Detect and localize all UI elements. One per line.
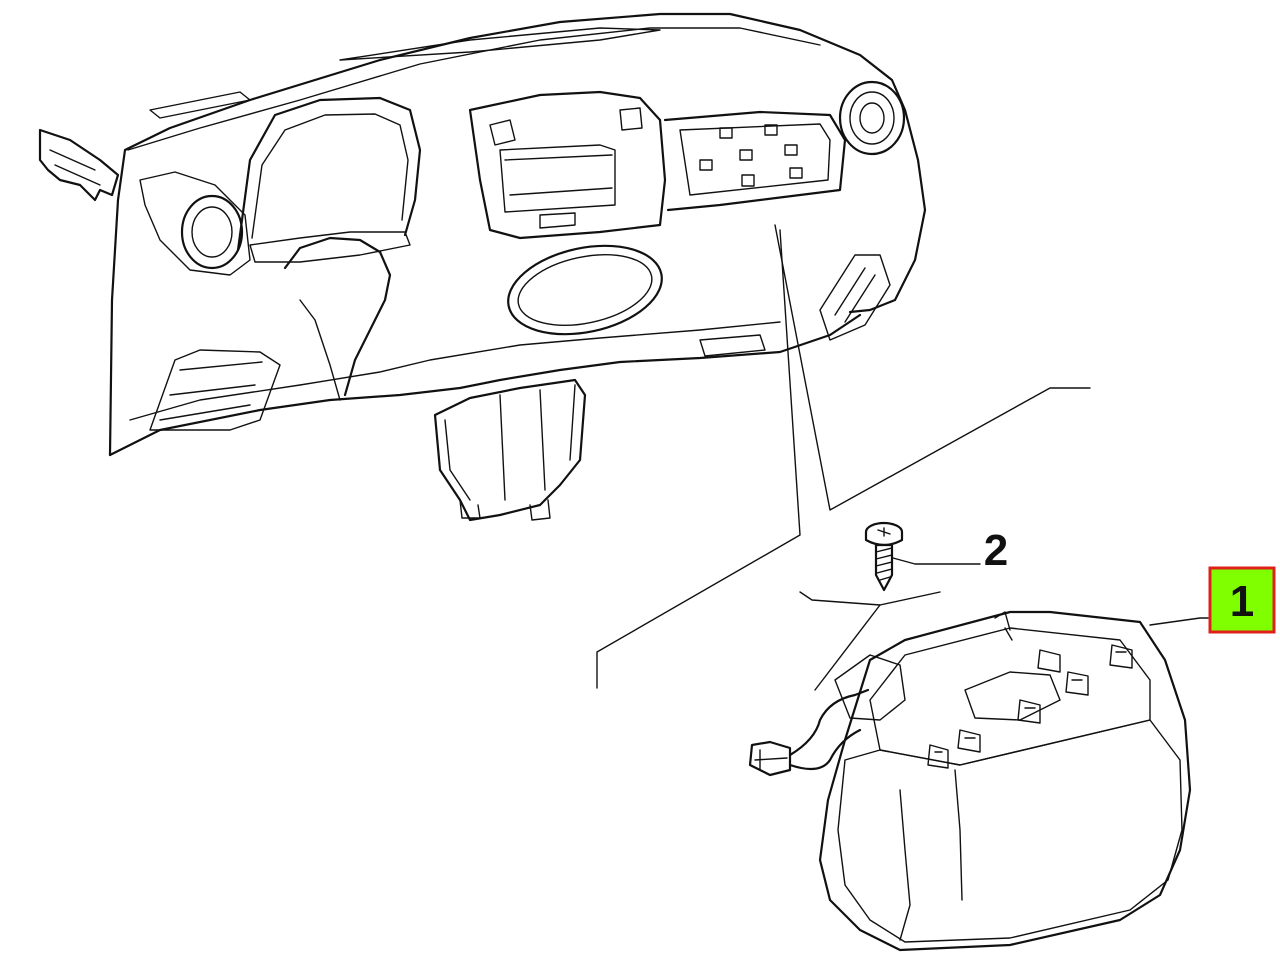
leader-screw-bracket (799, 591, 941, 606)
steering-column-opening (283, 236, 392, 397)
screw-head-cross-icon (877, 527, 891, 537)
passenger-upper-panel (663, 110, 847, 212)
glovebox-opening (507, 244, 663, 336)
dashboard-defrost-slot-left (149, 91, 251, 119)
airbag-clip (1109, 644, 1133, 669)
center-screen-opening (499, 144, 616, 213)
center-lower-console (433, 378, 587, 522)
leader-callout-2 (892, 557, 981, 565)
airbag-module (748, 610, 1192, 952)
mounting-screw (864, 521, 904, 592)
right-lower-vent (819, 254, 891, 341)
airbag-clip (927, 744, 949, 769)
leader-screw-to-module (814, 604, 881, 691)
lower-trim-strip (699, 334, 766, 357)
airbag-clip-row (927, 644, 1133, 769)
dashboard-top-inner-line (127, 27, 821, 151)
callout-1-label: 1 (1230, 577, 1254, 626)
leader-dash-to-module (774, 224, 1091, 511)
callout-1[interactable]: 1 (1208, 566, 1276, 634)
center-console-frame (468, 90, 667, 240)
airbag-harness (788, 688, 870, 771)
airbag-clip (957, 729, 981, 753)
left-vent-housing (139, 171, 251, 276)
screw-thread (875, 547, 893, 581)
airbag-housing (818, 610, 1192, 952)
lower-dash-edge (108, 313, 862, 457)
cluster-opening (249, 231, 411, 263)
passenger-clip-slots (699, 124, 803, 187)
leader-lines (596, 224, 1209, 691)
left-mount-bracket (38, 128, 120, 202)
airbag-front-cover (837, 719, 1183, 943)
airbag-top-rib (964, 671, 1061, 721)
airbag-mount-bracket (834, 654, 906, 721)
console-mount-tabs (489, 107, 643, 229)
leader-dash-to-module-left (596, 229, 801, 689)
left-air-vent (180, 194, 244, 270)
callout-2-label: 2 (984, 526, 1008, 575)
airbag-deploy-seam (899, 789, 911, 941)
right-air-vent (838, 80, 906, 156)
dashboard-assembly (38, 12, 927, 522)
instrument-cluster-hood (236, 96, 422, 252)
airbag-clip (1065, 671, 1089, 696)
knee-panel-left (149, 349, 281, 431)
airbag-clip (1017, 699, 1041, 724)
console-bracket-feet (459, 499, 551, 521)
dashboard-top-outline (108, 12, 927, 457)
leader-callout-1 (1149, 617, 1209, 626)
airbag-clip (1037, 649, 1061, 673)
callout-1-highlight-box (1208, 566, 1276, 634)
dashboard-defrost-slot (339, 27, 661, 61)
callout-2[interactable]: 2 (984, 526, 1008, 575)
